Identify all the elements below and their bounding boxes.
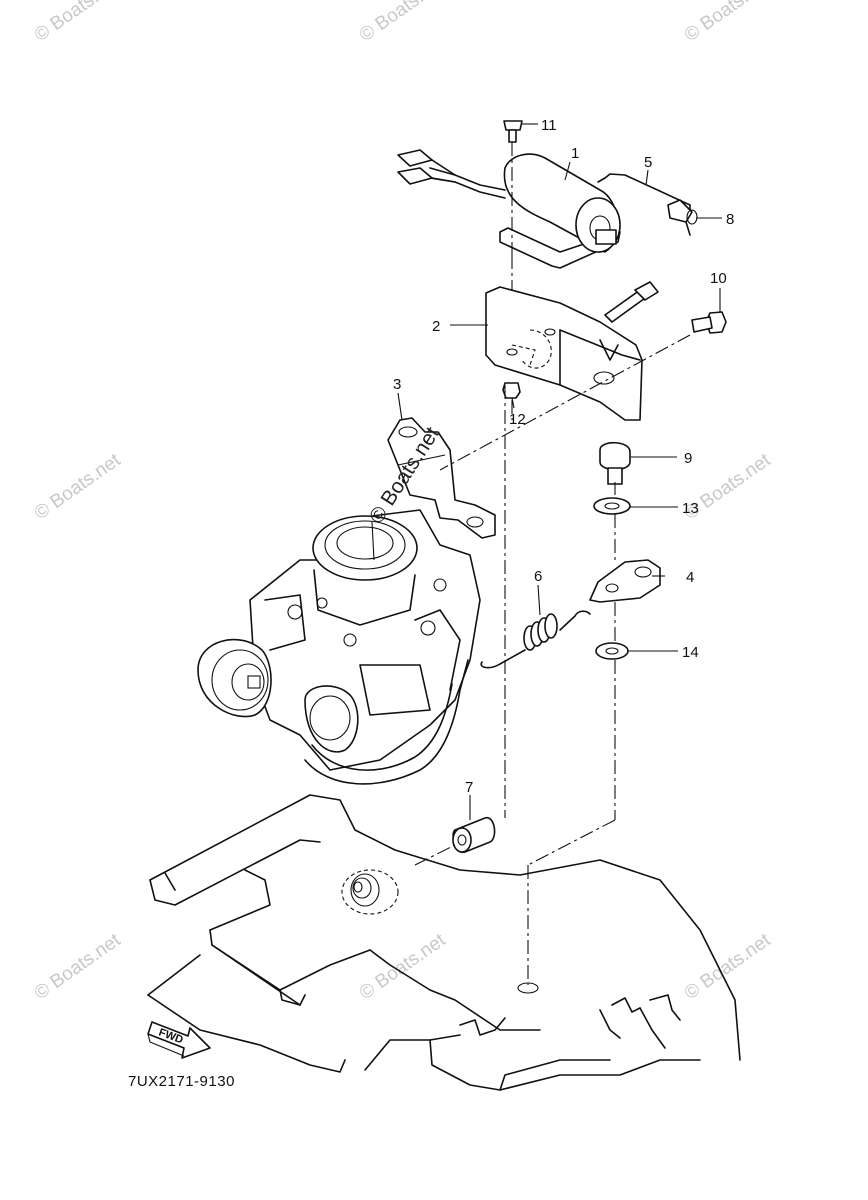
watermark: © Boats.net: [31, 449, 125, 524]
watermark: © Boats.net: [31, 0, 125, 46]
callout-leaders: [397, 123, 722, 820]
pin-part-9: [599, 441, 631, 485]
watermark: © Boats.net: [31, 929, 125, 1004]
callout-11: 11: [541, 117, 557, 134]
callout-4: 4: [686, 569, 694, 586]
callout-2: 2: [432, 318, 440, 335]
callout-10: 10: [710, 270, 727, 287]
callout-9: 9: [684, 450, 692, 467]
callout-14: 14: [682, 644, 699, 661]
bolt-part-10: [691, 311, 727, 334]
callout-3: 3: [393, 376, 401, 393]
plate-part-2: [485, 286, 643, 421]
stud-bolt: [604, 281, 659, 323]
callout-numbers: 1 2 3 4 5 6 7 8 9 10 11 12 13 14: [393, 117, 734, 796]
engine-base-outline: [147, 794, 741, 1091]
washer-part-13: [593, 497, 631, 515]
screw-part-11: [503, 120, 523, 143]
watermark: © Boats.net: [356, 0, 450, 46]
callout-13: 13: [682, 500, 699, 517]
watermark: © Boats.net: [681, 929, 775, 1004]
watermark: © Boats.net: [681, 0, 775, 46]
nut-part-12: [502, 382, 521, 399]
part-code: 7UX2171-9130: [128, 1073, 235, 1090]
watermarks: © Boats.net © Boats.net © Boats.net © Bo…: [31, 0, 775, 1004]
callout-8: 8: [726, 211, 734, 228]
callout-1: 1: [571, 145, 579, 162]
collar-part-7: [452, 817, 496, 853]
bracket-part-3: [387, 417, 496, 539]
link-rod-part-5: [597, 173, 698, 236]
carburetor: [197, 509, 481, 785]
fwd-arrow-icon: FWD: [147, 1021, 211, 1059]
spring-part-6: [480, 610, 591, 669]
callout-5: 5: [644, 154, 652, 171]
lever-part-4: [589, 559, 661, 603]
assembly-lines: [414, 142, 691, 985]
washer-part-14: [595, 642, 629, 660]
callout-12: 12: [509, 411, 526, 428]
callout-6: 6: [534, 568, 542, 585]
solenoid-part-1: [397, 149, 621, 269]
callout-7: 7: [465, 779, 473, 796]
